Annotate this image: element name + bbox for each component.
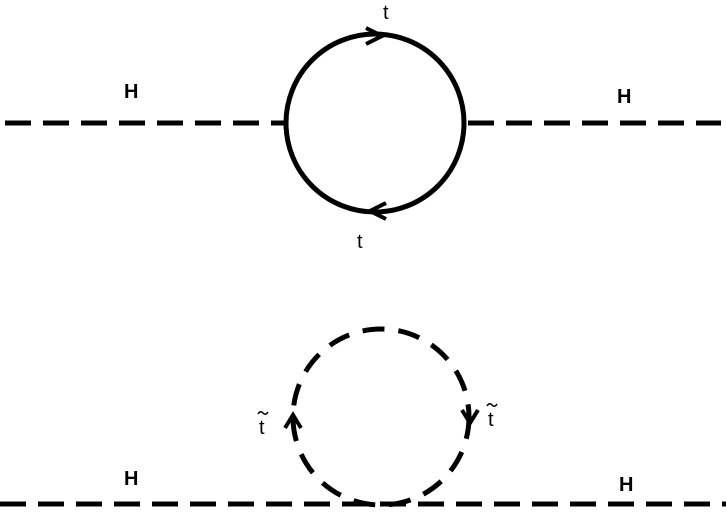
arrow-right-icon (365, 26, 387, 46)
arrow-up-icon (283, 411, 303, 430)
higgs-label-right: H (619, 474, 633, 496)
stop-label-right: t (488, 409, 494, 431)
tilde-icon (257, 410, 269, 416)
higgs-label-left: H (124, 468, 138, 490)
top-quark-loop-diagram: H H t t (5, 2, 721, 253)
tilde-icon (486, 402, 498, 408)
arrow-left-icon (365, 201, 387, 221)
top-label-upper: t (383, 2, 389, 24)
stop-squark-loop (290, 326, 472, 508)
higgs-label-right: H (617, 86, 631, 108)
stop-label-left: t (259, 417, 265, 439)
arrow-down-icon (460, 408, 480, 427)
top-quark-loop (283, 31, 467, 215)
stop-loop-diagram: H H t t (0, 326, 726, 508)
higgs-label-left: H (124, 81, 138, 103)
top-label-lower: t (357, 231, 363, 253)
